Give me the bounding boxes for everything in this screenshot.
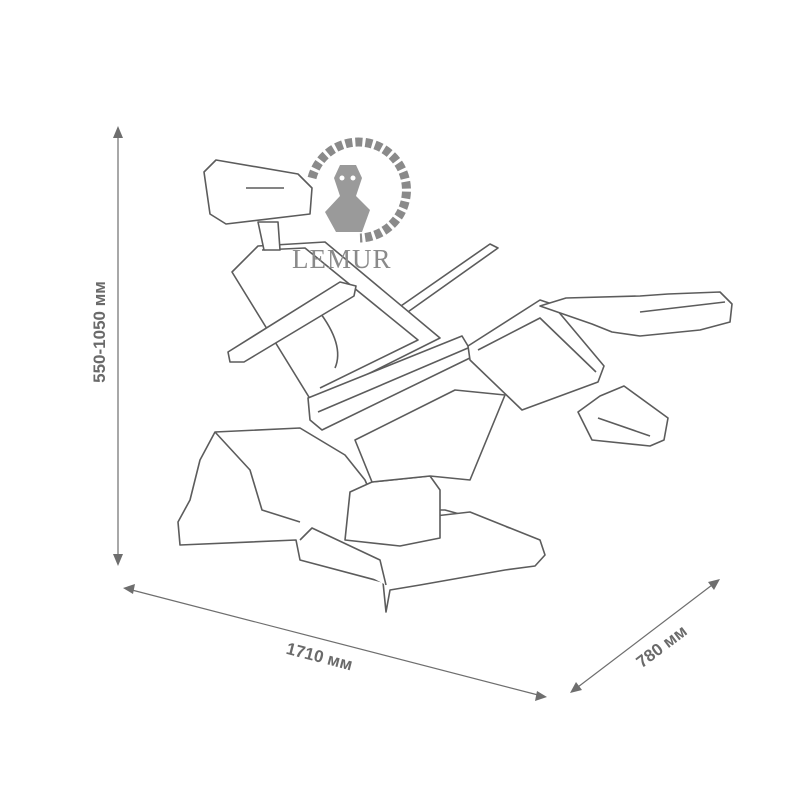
left-armrest — [227, 281, 357, 363]
headrest-post — [257, 221, 281, 251]
lemur-logo: LEMUR — [292, 137, 411, 274]
height-label: 550-1050 мм — [90, 281, 109, 383]
height-dimension: 550-1050 мм — [90, 126, 123, 566]
width-label: 780 мм — [633, 621, 691, 671]
foot-extension — [539, 291, 733, 337]
length-dimension: 1710 мм — [123, 584, 547, 701]
seat — [307, 335, 475, 431]
right-armrest — [397, 243, 499, 315]
chair-lift — [354, 389, 506, 483]
footrest — [577, 385, 669, 447]
chair-column — [344, 475, 441, 547]
width-dimension: 780 мм — [570, 579, 720, 693]
logo-text: LEMUR — [292, 244, 392, 274]
headrest — [203, 159, 313, 225]
